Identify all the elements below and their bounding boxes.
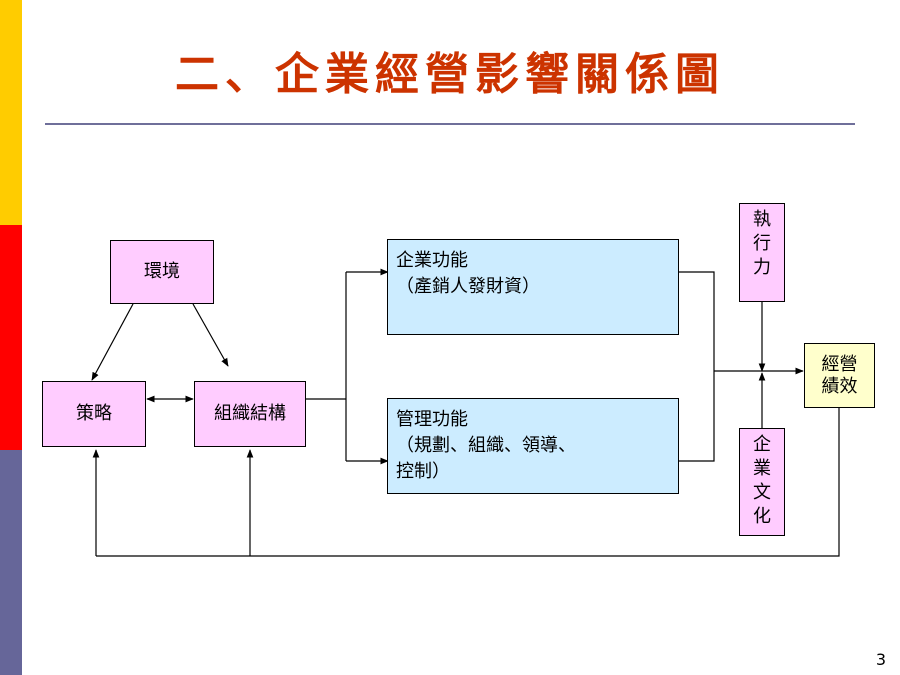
node-business-performance: 經營 績效 [804, 343, 875, 408]
feedback-loop [96, 408, 840, 557]
arrow-env-to-structure [192, 303, 229, 367]
accent-strip-purple [0, 450, 22, 675]
node-environment: 環境 [110, 240, 214, 304]
node-organization-structure: 組織結構 [194, 381, 306, 447]
node-business-functions: 企業功能 （產銷人發財資） [387, 239, 679, 335]
node-execution: 執 行 力 [739, 203, 785, 302]
title-divider [45, 123, 855, 125]
page-number: 3 [875, 650, 886, 669]
node-management-functions: 管理功能 （規劃、組織、領導、 控制） [387, 398, 679, 494]
node-strategy: 策略 [42, 381, 146, 447]
node-corporate-culture: 企 業 文 化 [739, 428, 785, 536]
connector-business-out [678, 271, 715, 462]
arrow-env-to-strategy [91, 303, 134, 381]
accent-strip-yellow [0, 0, 22, 225]
accent-strip-red [0, 225, 22, 450]
slide-title: 二、企業經營影響關係圖 [175, 49, 725, 100]
